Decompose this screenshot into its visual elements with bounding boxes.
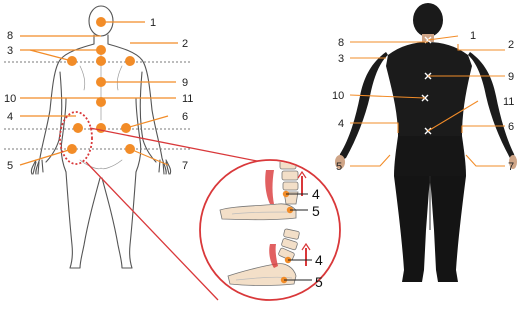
left-label-9: 9 xyxy=(182,77,188,89)
sensor-markers xyxy=(67,17,135,154)
photo-label-2: 2 xyxy=(508,39,514,51)
photo-label-4: 4 xyxy=(338,118,344,130)
left-label-3: 3 xyxy=(7,45,13,57)
person-left-arm xyxy=(338,52,388,162)
marker-5 xyxy=(67,144,77,154)
marker-6 xyxy=(121,123,131,133)
marker-7 xyxy=(125,144,135,154)
left-label-1: 1 xyxy=(150,17,156,29)
marker-4 xyxy=(73,123,83,133)
left-label-5: 5 xyxy=(7,160,13,172)
photo-label-7: 7 xyxy=(508,161,514,173)
photo-label-11: 11 xyxy=(503,96,514,108)
person-torso xyxy=(386,42,472,136)
photo-label-8: 8 xyxy=(338,37,344,49)
photo-label-3: 3 xyxy=(338,53,344,65)
photo-label-1: 1 xyxy=(470,30,476,42)
photo-label-5: 5 xyxy=(336,161,342,173)
left-label-2: 2 xyxy=(182,38,188,50)
left-label-6: 6 xyxy=(182,111,188,123)
reference-dashed-lines xyxy=(4,62,190,149)
leader-lines xyxy=(20,22,178,165)
photo-label-6: 6 xyxy=(508,121,514,133)
zoom-source-highlight xyxy=(60,112,92,164)
photo-label-9: 9 xyxy=(508,71,514,83)
marker-8 xyxy=(96,45,106,55)
inset-bottom-label-5: 5 xyxy=(315,274,323,290)
left-label-8: 8 xyxy=(7,30,13,42)
zoom-inset: 4 5 4 5 xyxy=(200,160,340,300)
marker-9 xyxy=(96,56,106,66)
person-left-leg xyxy=(394,176,430,282)
inset-top-label-5: 5 xyxy=(312,203,320,219)
marker-9b xyxy=(96,77,106,87)
right-photo-figure: 1 2 3 4 5 6 7 8 9 10 11 xyxy=(332,3,517,282)
person-head xyxy=(413,3,443,37)
left-label-11: 11 xyxy=(182,93,193,105)
left-body-diagram: 1 2 3 4 5 6 7 8 9 10 11 xyxy=(4,6,193,268)
marker-3 xyxy=(67,56,77,66)
person-right-leg xyxy=(430,176,466,282)
inset-bottom-label-4: 4 xyxy=(315,252,323,268)
marker-2 xyxy=(125,56,135,66)
photo-label-10: 10 xyxy=(332,90,344,102)
marker-10 xyxy=(96,97,106,107)
left-label-7: 7 xyxy=(182,160,188,172)
left-label-10: 10 xyxy=(4,93,16,105)
inset-top-label-4: 4 xyxy=(312,186,320,202)
marker-1 xyxy=(96,17,106,27)
left-label-4: 4 xyxy=(7,111,13,123)
